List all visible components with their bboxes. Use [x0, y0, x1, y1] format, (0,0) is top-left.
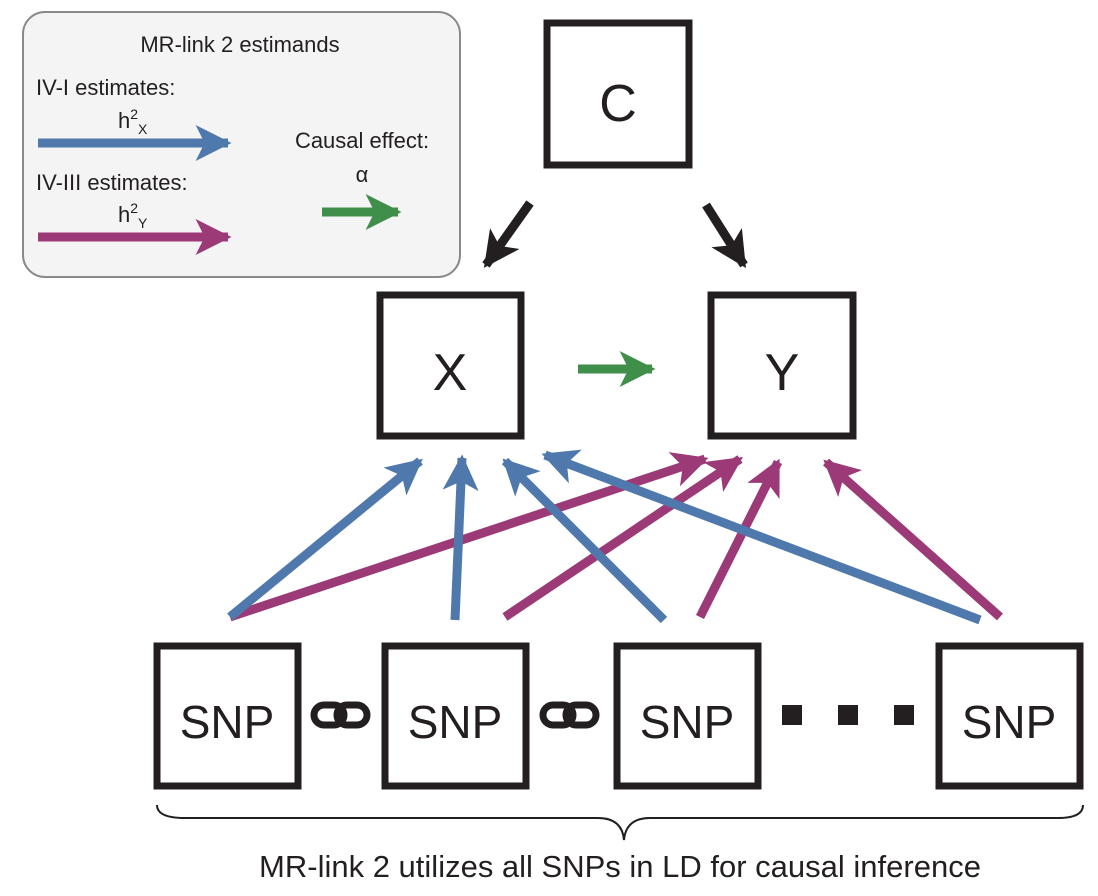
chain-link-icon — [539, 701, 600, 729]
chain-link-icon — [310, 701, 371, 729]
curly-brace — [156, 804, 1084, 841]
instrument-arrows — [227, 449, 1003, 625]
snp3-to-outcome-arrow — [695, 458, 783, 620]
legend-title: MR-link 2 estimands — [140, 32, 339, 57]
snp3-label: SNP — [640, 696, 735, 748]
exposure-node: X — [376, 291, 525, 440]
snp4-to-outcome-arrow — [823, 458, 1003, 621]
confounder-node: C — [543, 19, 693, 169]
outcome-label: Y — [765, 344, 800, 402]
exposure-label: X — [433, 344, 468, 402]
snp-node-3: SNP — [613, 642, 762, 790]
snp2-to-outcome-arrow — [502, 455, 743, 621]
snp3-box — [613, 642, 762, 790]
ellipsis-dots-icon — [782, 705, 914, 725]
diagram-caption: MR-link 2 utilizes all SNPs in LD for ca… — [259, 849, 981, 884]
snp3-to-exposure-arrow — [501, 457, 668, 624]
confounder-to-outcome-arrow — [702, 202, 748, 269]
confounder-to-exposure-arrow — [482, 200, 534, 268]
snp1-box — [153, 642, 302, 790]
legend-causal-label: Causal effect: — [295, 128, 429, 153]
legend-iv1-symbol: h2X — [118, 106, 148, 137]
snp-node-2: SNP — [381, 642, 530, 790]
snp2-to-exposure-arrow — [442, 454, 479, 621]
legend-iv1-label: IV-I estimates: — [36, 75, 175, 100]
outcome-box — [707, 291, 857, 440]
snp-node-1: SNP — [153, 642, 302, 790]
legend-panel: MR-link 2 estimands IV-I estimates: h2X … — [22, 11, 461, 278]
snp1-label: SNP — [180, 696, 275, 748]
snp4-label: SNP — [962, 696, 1057, 748]
snp2-box — [381, 642, 530, 790]
exposure-box — [376, 291, 525, 440]
outcome-node: Y — [707, 291, 857, 440]
snp-node-4: SNP — [935, 642, 1084, 790]
legend-causal-symbol: α — [356, 162, 369, 187]
snp4-to-exposure-arrow — [541, 449, 982, 625]
confounder-box — [543, 19, 693, 169]
confounder-label: C — [599, 75, 637, 133]
snp1-to-exposure-arrow — [227, 457, 423, 621]
legend-iv3-symbol: h2Y — [118, 200, 148, 231]
snp2-label: SNP — [408, 696, 503, 748]
legend-iv3-label: IV-III estimates: — [36, 170, 188, 195]
snp4-box — [935, 642, 1084, 790]
